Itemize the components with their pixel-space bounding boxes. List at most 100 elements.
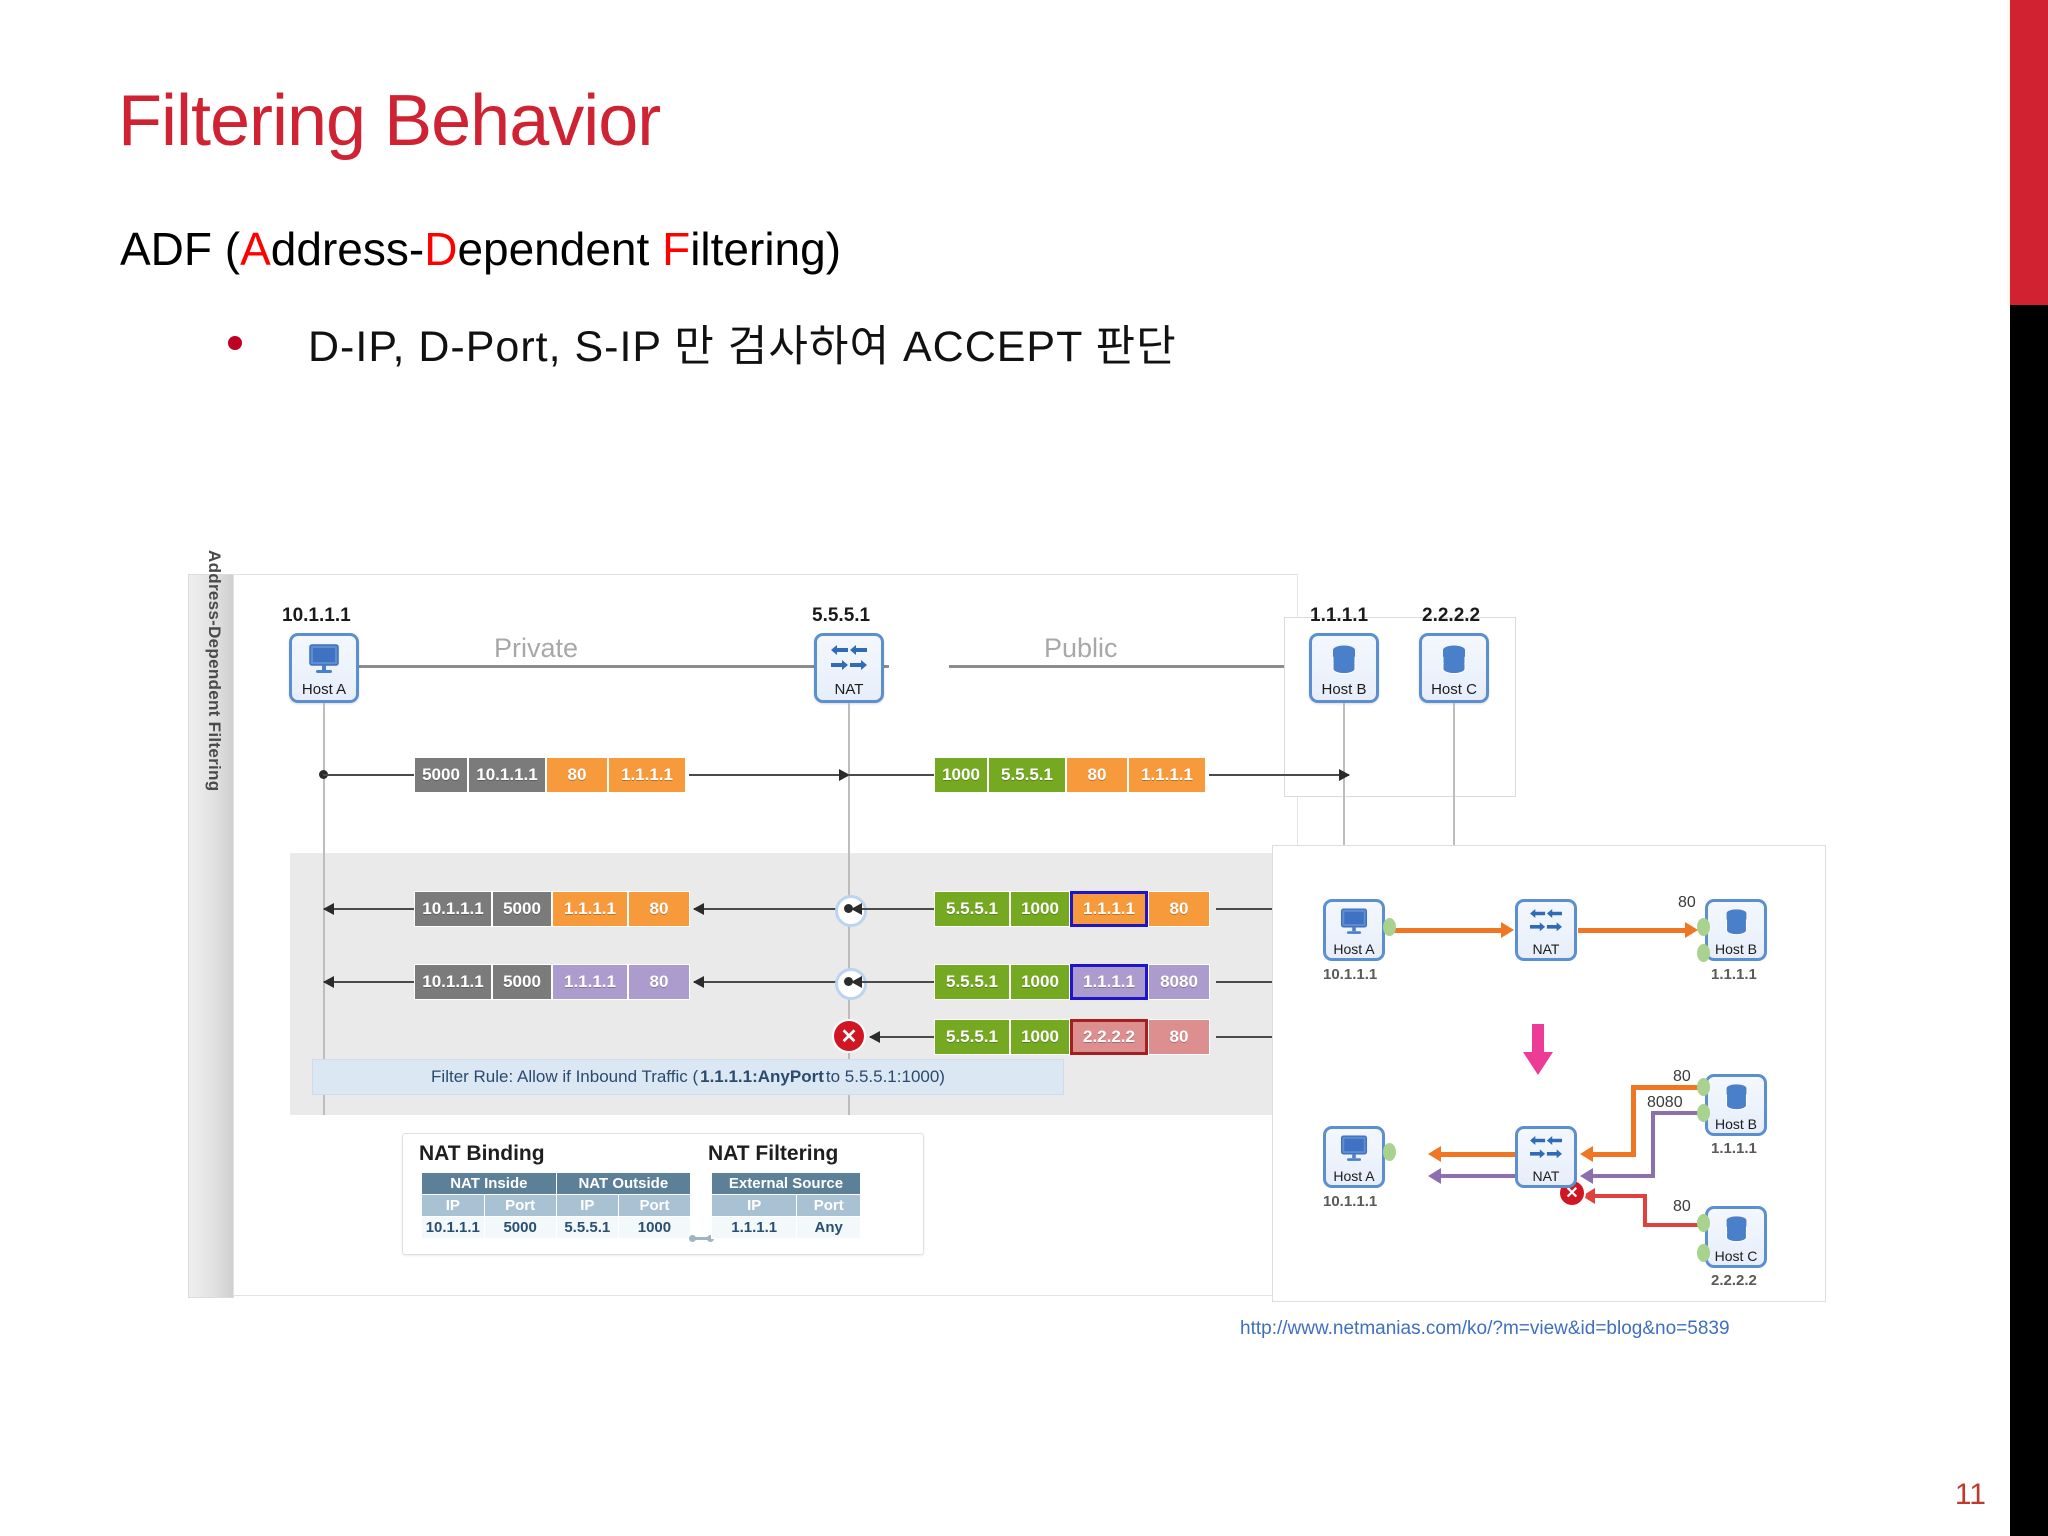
nat-arrows-icon [1530, 902, 1562, 941]
server-icon [1439, 636, 1469, 682]
inset-top-arrow-to-nat [1501, 922, 1514, 938]
inset-bottom-red-vertical [1643, 1194, 1647, 1226]
binding-sub-ip-outside: IP [555, 1194, 619, 1217]
zone-label-public: Public [1044, 633, 1118, 663]
packet-field: 5000 [414, 757, 468, 793]
table-row: IP Port IP Port [421, 1194, 692, 1217]
binding-link-dot-left [689, 1235, 696, 1242]
inset-bottom-host-b-pin-8080 [1697, 1104, 1710, 1122]
inset-summary-diagram: Host A 10.1.1.1 NAT 80 Host B 1.1.1.1 ✕ [1272, 845, 1826, 1302]
inset-bottom-orange-into-nat [1593, 1152, 1635, 1157]
packet-field: 5000 [492, 891, 552, 927]
packet-field: 80 [628, 964, 690, 1000]
inset-bottom-red-into-nat [1595, 1194, 1647, 1198]
inset-bottom-orange-arrow-a [1428, 1146, 1441, 1162]
bullet-marker-icon [228, 336, 242, 350]
row2-line-left [323, 903, 442, 915]
inset-bottom-host-b-ip: 1.1.1.1 [1711, 1140, 1757, 1157]
node-host-b[interactable]: Host B [1309, 633, 1379, 703]
packet-field: 10.1.1.1 [414, 891, 492, 927]
node-nat[interactable]: NAT [814, 633, 884, 703]
inset-bottom-orange-to-a [1441, 1152, 1516, 1157]
subtitle-ependent: ependent [457, 223, 663, 275]
pink-down-arrow-icon [1523, 1024, 1553, 1075]
nat-filtering-title: NAT Filtering [708, 1142, 839, 1165]
inset-top-node-host-a[interactable]: Host A [1323, 899, 1385, 961]
inset-bottom-host-c-ip: 2.2.2.2 [1711, 1272, 1757, 1289]
packet-field: 80 [1148, 1019, 1210, 1055]
inset-bottom-purple-arrow-a [1428, 1168, 1441, 1184]
inset-bottom-orange-arrow-nat [1580, 1146, 1593, 1162]
inset-bottom-purple-from-b [1651, 1111, 1701, 1115]
packet-field: 1.1.1.1 [1070, 964, 1148, 1000]
inset-top-host-b-port-pin-2 [1697, 944, 1710, 962]
inset-bottom-node-host-b[interactable]: Host B [1705, 1074, 1767, 1136]
inset-top-host-a-port-pin [1383, 918, 1396, 936]
packet-field: 1.1.1.1 [552, 891, 628, 927]
inset-top-node-host-b[interactable]: Host B [1705, 899, 1767, 961]
binding-value-outside-port: 1000 [617, 1216, 692, 1239]
row3-line-from-public [851, 976, 952, 988]
inset-bottom-host-c-label: Host C [1714, 1248, 1758, 1264]
server-icon [1723, 1209, 1750, 1248]
page-number: 11 [1954, 1478, 1986, 1511]
inset-bottom-node-host-a[interactable]: Host A [1323, 1126, 1385, 1188]
binding-value-inside-ip: 10.1.1.1 [421, 1216, 485, 1239]
blocked-x-icon: ✕ [834, 1021, 864, 1051]
inset-bottom-host-b-pin-80 [1697, 1078, 1710, 1096]
filtering-value-port: Any [796, 1216, 861, 1239]
inset-bottom-purple-arrow-nat [1580, 1168, 1593, 1184]
inset-top-host-b-label: Host B [1714, 941, 1757, 957]
node-host-a[interactable]: Host A [289, 633, 359, 703]
subtitle-iltering: iltering) [690, 223, 842, 275]
inset-bottom-nat-label: NAT [1532, 1168, 1560, 1184]
inset-bottom-orange-vertical [1631, 1085, 1636, 1157]
vertical-label-text: Address-Dependent Filtering [205, 550, 224, 792]
packet-field: 1000 [934, 757, 988, 793]
packet-field: 1.1.1.1 [1128, 757, 1206, 793]
filtering-sub-port: Port [796, 1194, 861, 1217]
filter-rule-tail: to 5.5.5.1:1000) [825, 1067, 945, 1086]
packet-field: 1000 [1010, 964, 1070, 1000]
diagram-frame: Private Public 10.1.1.1 Host A 5.5.5.1 N… [233, 574, 1516, 1296]
row2-line-from-public [851, 903, 952, 915]
inset-bottom-node-nat[interactable]: NAT [1515, 1126, 1577, 1188]
row2-line-to-hostA [693, 903, 846, 915]
node-host-c[interactable]: Host C [1419, 633, 1489, 703]
inset-bottom-host-b-port-8080: 8080 [1647, 1094, 1683, 1111]
filter-rule-bold: 1.1.1.1:AnyPort [700, 1067, 824, 1086]
subtitle-ddress: ddress [270, 223, 409, 275]
vertical-label-band: Address-Dependent Filtering [188, 550, 234, 1298]
public-link-line [949, 665, 1449, 668]
right-edge-black-bar [2010, 305, 2048, 1536]
inset-bottom-host-c-pin-80 [1697, 1214, 1710, 1232]
adf-main-diagram: Address-Dependent Filtering Private Publ… [188, 550, 1516, 1298]
subtitle-d: D [424, 223, 458, 275]
table-row: External Source [711, 1172, 861, 1195]
row1-line-to-nat [689, 769, 850, 781]
row2-nat-dot [844, 904, 853, 913]
private-link-line [344, 665, 889, 668]
binding-filtering-link [692, 1237, 710, 1240]
nat-arrows-icon [1530, 1129, 1562, 1168]
server-icon [1723, 902, 1750, 941]
nat-binding-table: NAT Inside NAT Outside IP Port IP Port 1… [421, 1172, 692, 1239]
filtering-group-external-source: External Source [711, 1172, 861, 1195]
inset-bottom-host-a-ip: 10.1.1.1 [1323, 1193, 1378, 1210]
right-edge-red-bar [2010, 0, 2048, 305]
inset-bottom-node-host-c[interactable]: Host C [1705, 1206, 1767, 1268]
packet-field: 5.5.5.1 [934, 891, 1010, 927]
table-row: IP Port [710, 1194, 861, 1217]
monitor-icon [1339, 902, 1369, 941]
source-url-link[interactable]: http://www.netmanias.com/ko/?m=view&id=b… [1240, 1318, 1730, 1339]
inset-bottom-host-c-port: 80 [1673, 1198, 1691, 1215]
inset-bottom-orange-from-b [1631, 1085, 1701, 1090]
inset-top-host-b-ip: 1.1.1.1 [1711, 966, 1757, 983]
binding-sub-ip-inside: IP [421, 1194, 485, 1217]
inset-top-node-nat[interactable]: NAT [1515, 899, 1577, 961]
packet-field: 80 [546, 757, 608, 793]
